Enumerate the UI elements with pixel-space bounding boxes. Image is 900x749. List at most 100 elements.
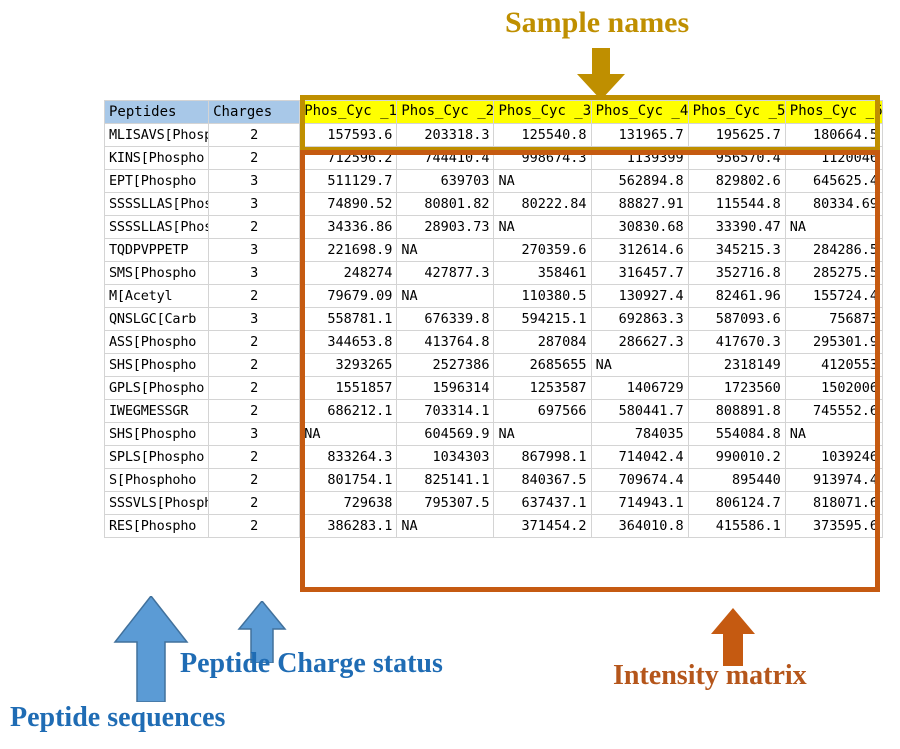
- cell-intensity[interactable]: 157593.6: [299, 123, 398, 147]
- cell-intensity[interactable]: 744410.4: [396, 146, 495, 170]
- cell-intensity[interactable]: 80801.82: [396, 192, 495, 216]
- cell-intensity[interactable]: 956570.4: [687, 146, 786, 170]
- cell-intensity[interactable]: 386283.1: [299, 514, 398, 538]
- cell-intensity[interactable]: 364010.8: [590, 514, 689, 538]
- cell-intensity[interactable]: 284286.5: [784, 238, 884, 262]
- column-header-peptides[interactable]: Peptides: [103, 100, 210, 124]
- cell-intensity[interactable]: 28903.73: [396, 215, 495, 239]
- cell-intensity[interactable]: 155724.4: [784, 284, 884, 308]
- cell-charge[interactable]: 2: [208, 215, 301, 239]
- cell-intensity[interactable]: 998674.3: [493, 146, 592, 170]
- cell-intensity[interactable]: 82461.96: [687, 284, 786, 308]
- cell-intensity[interactable]: 34336.86: [299, 215, 398, 239]
- cell-intensity[interactable]: 270359.6: [493, 238, 592, 262]
- cell-charge[interactable]: 2: [208, 399, 301, 423]
- cell-intensity[interactable]: 867998.1: [493, 445, 592, 469]
- cell-intensity[interactable]: 3293265: [299, 353, 398, 377]
- cell-intensity[interactable]: 295301.9: [784, 330, 884, 354]
- cell-charge[interactable]: 2: [208, 514, 301, 538]
- cell-intensity[interactable]: 1502006: [784, 376, 884, 400]
- cell-intensity[interactable]: 645625.4: [784, 169, 884, 193]
- cell-intensity[interactable]: 594215.1: [493, 307, 592, 331]
- column-header-sample-4[interactable]: Phos_Cyc _4: [590, 100, 689, 124]
- cell-intensity[interactable]: 131965.7: [590, 123, 689, 147]
- cell-intensity[interactable]: 604569.9: [396, 422, 495, 446]
- cell-intensity[interactable]: 4120553: [784, 353, 884, 377]
- cell-peptide[interactable]: IWEGMESSGR: [103, 399, 210, 423]
- cell-intensity[interactable]: 745552.6: [784, 399, 884, 423]
- cell-peptide[interactable]: SMS[Phospho: [103, 261, 210, 285]
- cell-intensity[interactable]: 80334.69: [784, 192, 884, 216]
- cell-peptide[interactable]: M[Acetyl: [103, 284, 210, 308]
- table-row[interactable]: SSSSLLAS[Phospho234336.8628903.73NA30830…: [103, 215, 884, 239]
- cell-intensity[interactable]: 676339.8: [396, 307, 495, 331]
- cell-intensity[interactable]: 714943.1: [590, 491, 689, 515]
- cell-intensity[interactable]: 2527386: [396, 353, 495, 377]
- cell-charge[interactable]: 3: [208, 261, 301, 285]
- cell-intensity[interactable]: 125540.8: [493, 123, 592, 147]
- cell-intensity[interactable]: 110380.5: [493, 284, 592, 308]
- cell-intensity[interactable]: 818071.6: [784, 491, 884, 515]
- cell-intensity[interactable]: 427877.3: [396, 261, 495, 285]
- cell-intensity[interactable]: 371454.2: [493, 514, 592, 538]
- cell-intensity[interactable]: 415586.1: [687, 514, 786, 538]
- cell-intensity[interactable]: 895440: [687, 468, 786, 492]
- cell-intensity[interactable]: 697566: [493, 399, 592, 423]
- cell-peptide[interactable]: MLISAVS[Phospho: [103, 123, 210, 147]
- cell-intensity[interactable]: 692863.3: [590, 307, 689, 331]
- column-header-sample-5[interactable]: Phos_Cyc _5: [687, 100, 786, 124]
- cell-intensity[interactable]: NA: [590, 353, 689, 377]
- cell-peptide[interactable]: SSSSLLAS[Phospho: [103, 192, 210, 216]
- table-row[interactable]: SSSSLLAS[Phospho374890.5280801.8280222.8…: [103, 192, 884, 216]
- cell-intensity[interactable]: NA: [784, 215, 884, 239]
- cell-intensity[interactable]: 115544.8: [687, 192, 786, 216]
- cell-intensity[interactable]: 203318.3: [396, 123, 495, 147]
- cell-intensity[interactable]: 511129.7: [299, 169, 398, 193]
- cell-charge[interactable]: 2: [208, 353, 301, 377]
- cell-intensity[interactable]: 285275.5: [784, 261, 884, 285]
- cell-intensity[interactable]: 1406729: [590, 376, 689, 400]
- cell-intensity[interactable]: 562894.8: [590, 169, 689, 193]
- cell-intensity[interactable]: NA: [396, 238, 495, 262]
- cell-intensity[interactable]: 30830.68: [590, 215, 689, 239]
- cell-charge[interactable]: 2: [208, 468, 301, 492]
- cell-intensity[interactable]: 639703: [396, 169, 495, 193]
- cell-intensity[interactable]: 709674.4: [590, 468, 689, 492]
- cell-charge[interactable]: 3: [208, 238, 301, 262]
- cell-charge[interactable]: 3: [208, 192, 301, 216]
- cell-intensity[interactable]: NA: [493, 169, 592, 193]
- cell-intensity[interactable]: 1039246: [784, 445, 884, 469]
- cell-intensity[interactable]: 714042.4: [590, 445, 689, 469]
- cell-intensity[interactable]: NA: [493, 422, 592, 446]
- cell-intensity[interactable]: 1551857: [299, 376, 398, 400]
- cell-intensity[interactable]: 990010.2: [687, 445, 786, 469]
- cell-intensity[interactable]: 373595.6: [784, 514, 884, 538]
- cell-intensity[interactable]: 344653.8: [299, 330, 398, 354]
- cell-intensity[interactable]: NA: [299, 422, 398, 446]
- column-header-sample-6[interactable]: Phos_Cyc _6: [784, 100, 884, 124]
- cell-intensity[interactable]: 74890.52: [299, 192, 398, 216]
- cell-peptide[interactable]: S[Phosphoho: [103, 468, 210, 492]
- cell-charge[interactable]: 3: [208, 169, 301, 193]
- cell-peptide[interactable]: SSSVLS[Phospho: [103, 491, 210, 515]
- cell-intensity[interactable]: 784035: [590, 422, 689, 446]
- column-header-charges[interactable]: Charges: [208, 100, 301, 124]
- cell-intensity[interactable]: 130927.4: [590, 284, 689, 308]
- cell-peptide[interactable]: ASS[Phospho: [103, 330, 210, 354]
- cell-intensity[interactable]: 729638: [299, 491, 398, 515]
- cell-intensity[interactable]: 195625.7: [687, 123, 786, 147]
- cell-intensity[interactable]: 806124.7: [687, 491, 786, 515]
- cell-intensity[interactable]: 316457.7: [590, 261, 689, 285]
- cell-intensity[interactable]: 795307.5: [396, 491, 495, 515]
- cell-charge[interactable]: 2: [208, 123, 301, 147]
- cell-peptide[interactable]: SPLS[Phospho: [103, 445, 210, 469]
- cell-intensity[interactable]: 756873: [784, 307, 884, 331]
- cell-intensity[interactable]: 1034303: [396, 445, 495, 469]
